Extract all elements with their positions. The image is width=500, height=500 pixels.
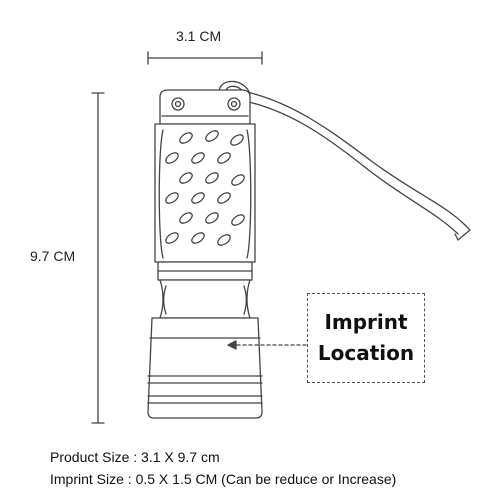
width-label: 3.1 CM [176, 28, 222, 44]
imprint-location-box: Imprint Location [307, 293, 425, 383]
flashlight-body [147, 89, 263, 419]
imprint-pointer-arrow [227, 340, 307, 350]
grip-dimples [165, 130, 245, 246]
width-dimension-line [147, 51, 263, 65]
imprint-label-line2: Location [317, 341, 415, 365]
imprint-size-text: Imprint Size : 0.5 X 1.5 CM (Can be redu… [50, 471, 397, 487]
specifications: Product Size : 3.1 X 9.7 cm Imprint Size… [50, 446, 396, 490]
imprint-label-line1: Imprint [324, 310, 408, 334]
height-dimension-line [91, 92, 105, 424]
lanyard-strap [218, 80, 471, 241]
height-label: 9.7 CM [30, 248, 76, 264]
product-size-text: Product Size : 3.1 X 9.7 cm [50, 449, 220, 465]
